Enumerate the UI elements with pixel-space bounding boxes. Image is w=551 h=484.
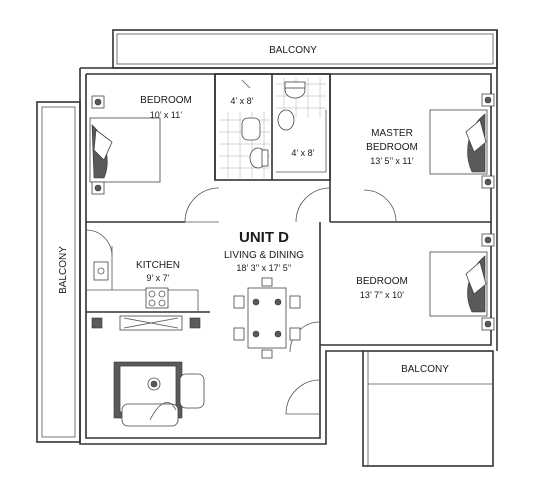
bedroom-1-bed bbox=[89, 95, 161, 195]
kitchen-dims: 9’ x 7’ bbox=[146, 273, 169, 283]
kitchen-label: KITCHEN bbox=[136, 260, 180, 271]
bedroom-1-label: BEDROOM bbox=[140, 95, 192, 106]
bath-1-dims: 4’ x 8’ bbox=[230, 96, 253, 106]
master-bedroom-dims: 13’ 5’’ x 11’ bbox=[370, 156, 414, 166]
tv-console bbox=[91, 315, 201, 331]
balcony-right-label: BALCONY bbox=[401, 364, 449, 375]
bedroom-2-label: BEDROOM bbox=[356, 276, 408, 287]
interior-walls bbox=[86, 73, 491, 345]
master-bedroom-label-line2: BEDROOM bbox=[366, 142, 418, 153]
kitchen-counter bbox=[86, 246, 199, 312]
bedroom-2-bed bbox=[429, 233, 495, 331]
master-bed bbox=[429, 93, 495, 189]
master-bedroom-label-line1: MASTER bbox=[371, 128, 413, 139]
unit-title: UNIT D bbox=[239, 229, 289, 246]
living-sofa bbox=[113, 361, 205, 427]
balcony-right bbox=[362, 350, 494, 467]
bedroom-2-dims: 13’ 7’’ x 10’ bbox=[360, 290, 404, 300]
bath-2-dims: 4’ x 8’ bbox=[291, 148, 314, 158]
living-dining-label: LIVING & DINING bbox=[224, 250, 304, 261]
balcony-left-label: BALCONY bbox=[58, 246, 69, 294]
bath-fixtures bbox=[241, 81, 327, 173]
dining-table bbox=[233, 277, 301, 359]
bedroom-1-dims: 10’ x 11’ bbox=[150, 110, 183, 120]
balcony-top-label: BALCONY bbox=[269, 45, 317, 56]
living-dining-dims: 18’ 3’’ x 17’ 5’’ bbox=[236, 263, 291, 273]
